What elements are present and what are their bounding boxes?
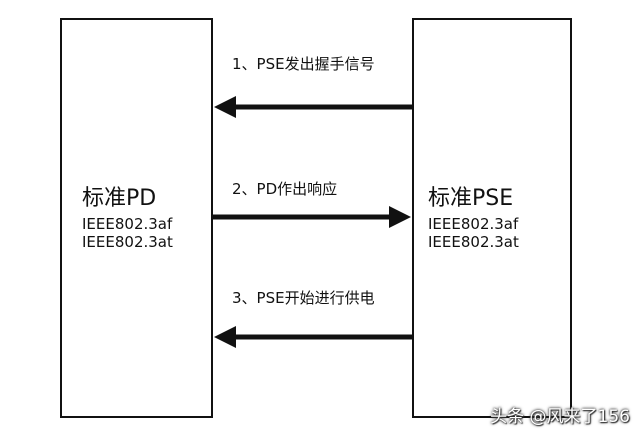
pse-title: 标准PSE (428, 186, 514, 211)
pd-standard-at: IEEE802.3at (82, 233, 173, 251)
step-3-arrow (214, 326, 412, 348)
pse-device-box: 标准PSE IEEE802.3af IEEE802.3at (412, 18, 572, 418)
step-2-label: 2、PD作出响应 (232, 180, 338, 198)
pd-standard-af: IEEE802.3af (82, 215, 173, 233)
pd-device-box: 标准PD IEEE802.3af IEEE802.3at (60, 18, 213, 418)
step-1-arrow (214, 96, 412, 118)
step-3-label: 3、PSE开始进行供电 (232, 289, 375, 307)
pd-title: 标准PD (82, 186, 157, 211)
step-1-label: 1、PSE发出握手信号 (232, 55, 375, 73)
step-2-arrow (213, 206, 411, 228)
watermark: 头条 @风来了156 (490, 407, 630, 427)
pse-standard-at: IEEE802.3at (428, 233, 519, 251)
pse-standard-af: IEEE802.3af (428, 215, 519, 233)
